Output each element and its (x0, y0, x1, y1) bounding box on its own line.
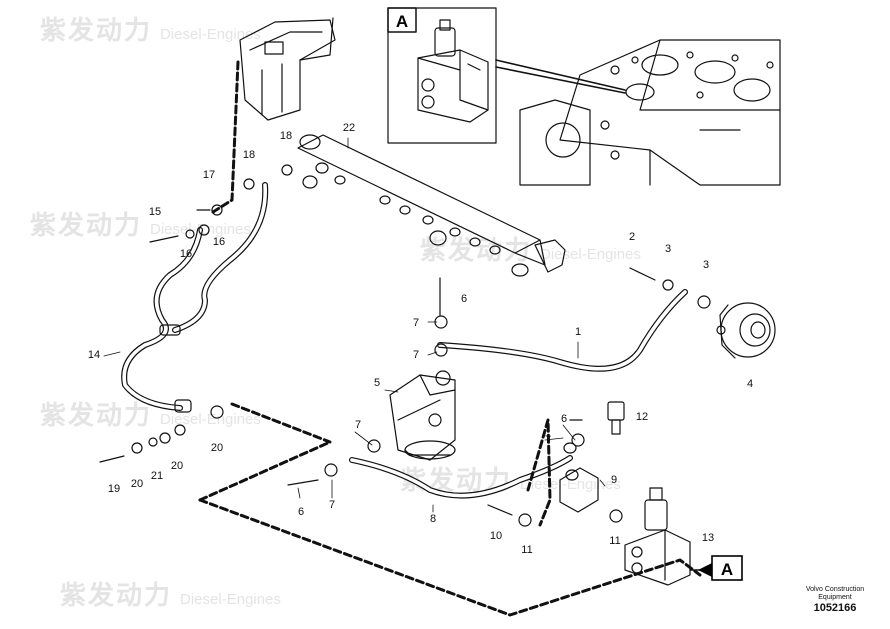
solenoid-valve-detail (417, 19, 489, 123)
hose-dashed (198, 60, 702, 617)
callout-number: 2 (629, 231, 635, 243)
solenoid-valve (624, 487, 691, 586)
callout-number: 22 (343, 122, 355, 134)
detail-box-label: A (396, 12, 408, 31)
callout-number: 17 (203, 169, 215, 181)
callout-number: 15 (149, 206, 161, 218)
leader-lines (103, 137, 606, 513)
detail-reference-arrow (698, 563, 712, 577)
detail-leader (495, 59, 626, 91)
callout-number: 4 (747, 378, 753, 390)
callout-number: 6 (298, 506, 304, 518)
caption-line-1: Volvo Construction (805, 586, 865, 593)
callout-number: 12 (636, 411, 648, 423)
feed-pipe (349, 455, 573, 499)
callout-number: 16 (213, 236, 225, 248)
callout-number: 7 (545, 434, 551, 446)
callout-number: 14 (88, 349, 100, 361)
callout-number: 3 (665, 243, 671, 255)
drawing-number: 1052166 (813, 602, 857, 614)
callout-number: 3 (703, 259, 709, 271)
banjo-fitting (559, 442, 599, 513)
callout-number: 6 (561, 413, 567, 425)
callout-number: 6 (461, 293, 467, 305)
callout-number: 13 (702, 532, 714, 544)
callout-numbers: 1233456667777789101111121314151616171818… (88, 122, 753, 556)
callout-number: 18 (243, 149, 255, 161)
detail-label-frame (387, 7, 417, 33)
caption-line-2: Equipment (818, 594, 852, 601)
callout-number: 7 (329, 499, 335, 511)
engine-block-fragment (239, 17, 336, 121)
fuel-rail (297, 134, 566, 277)
filter-housing (389, 370, 456, 461)
callout-number: 21 (151, 470, 163, 482)
callout-number: 20 (131, 478, 143, 490)
bolts-washers (99, 164, 711, 527)
callout-number: 9 (611, 474, 617, 486)
callout-number: 16 (180, 248, 192, 260)
callout-number: 7 (355, 419, 361, 431)
callout-number: 8 (430, 513, 436, 525)
return-pipe (437, 289, 688, 372)
fuel-pipe (121, 182, 269, 413)
callout-number: 11 (521, 544, 532, 556)
callout-number: 7 (413, 317, 419, 329)
detail-reference-label: A (721, 560, 733, 579)
callout-number: 18 (280, 130, 292, 142)
callout-number: 20 (171, 460, 183, 472)
caption-company: Volvo Construction Equipment (790, 586, 880, 602)
detail-box (387, 7, 497, 144)
engine-block-cylinder-head (519, 39, 781, 186)
callout-number: 1 (575, 326, 581, 338)
callout-number: 11 (609, 535, 620, 547)
callout-number: 10 (490, 530, 502, 542)
callout-number: 20 (211, 442, 223, 454)
callout-number: 7 (413, 349, 419, 361)
pressure-sensor (607, 401, 625, 435)
callout-number: 19 (108, 483, 120, 495)
callout-number: 5 (374, 377, 380, 389)
fuel-pump (716, 302, 776, 359)
